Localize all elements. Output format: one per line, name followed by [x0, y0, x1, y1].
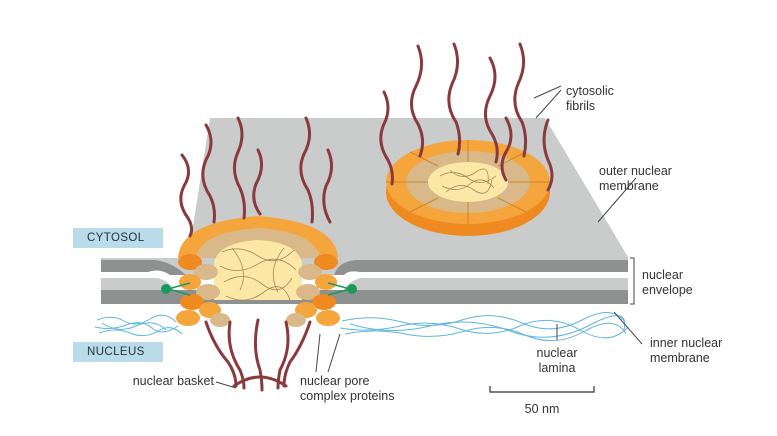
- nuclear-lamina-left: [95, 315, 182, 335]
- outer-nuclear-membrane-edge-right: [334, 260, 628, 275]
- scale-bar: [490, 386, 594, 392]
- detached-ring-inner: [428, 162, 508, 202]
- nucleus-label: NUCLEUS: [77, 342, 155, 362]
- nuclear-basket: [206, 320, 310, 390]
- scale-bar-label: 50 nm: [510, 402, 574, 417]
- nuclear-lamina-right: [340, 312, 628, 340]
- central-transporter: [214, 240, 302, 300]
- envelope-bracket: [630, 258, 634, 304]
- nuclear-basket-label: nuclear basket: [106, 374, 214, 389]
- cytosol-label: CYTOSOL: [77, 228, 155, 248]
